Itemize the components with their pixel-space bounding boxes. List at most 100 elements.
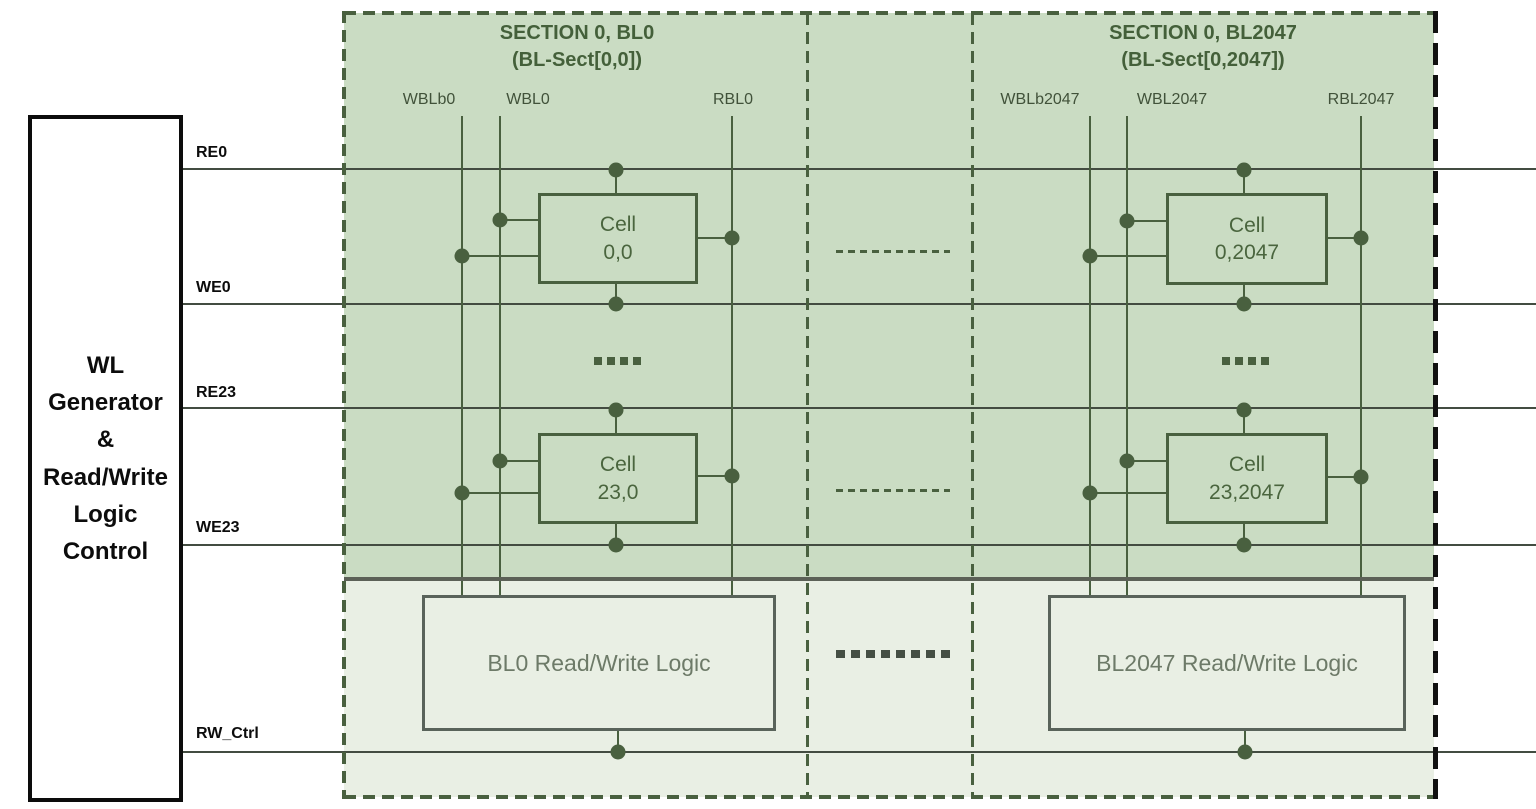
cell-23-2047-top-stub: [1243, 409, 1245, 433]
wire-re0: [183, 168, 1536, 170]
wl-generator-block: WL Generator & Read/Write Logic Control: [28, 115, 183, 802]
wire-we23: [183, 544, 1536, 546]
junction-dot: [1236, 162, 1252, 178]
cell-23-2047: Cell 23,2047: [1166, 433, 1328, 524]
bl2047-rw-ctrl-stub: [1244, 725, 1246, 752]
cell-0-2047-rbl-stub: [1322, 237, 1361, 239]
cell-index: 0,2047: [1214, 241, 1280, 264]
array-continuation-dashed-line: [1433, 11, 1438, 799]
bl0-rw-logic-label: BL0 Read/Write Logic: [487, 649, 711, 676]
bl0-rw-ctrl-stub: [617, 725, 619, 752]
junction-dot: [1236, 537, 1252, 553]
cell-0-2047-wbl-stub: [1127, 220, 1166, 222]
wl-generator-line: Read/Write: [43, 463, 168, 491]
bitline-rbl2047: [1360, 116, 1362, 597]
column-ellipsis-bottom: [836, 650, 950, 658]
cell-index: 23,0: [597, 480, 639, 504]
cell-23-2047-wbl-stub: [1127, 460, 1166, 462]
junction-dot: [454, 485, 470, 501]
bitline-label-wblb2047: WBLb2047: [1000, 91, 1080, 108]
row-ellipsis-left: [594, 357, 641, 365]
junction-dot: [492, 212, 508, 228]
wire-label-we23: WE23: [196, 519, 240, 536]
region-divider-line: [344, 577, 1434, 581]
section-subtitle: (BL-Sect[0,0]): [511, 49, 642, 71]
section-0-bl2047-header: SECTION 0, BL2047 (BL-Sect[0,2047]): [973, 20, 1433, 74]
wl-generator-line: Logic Control: [62, 500, 149, 565]
cell-label: Cell: [599, 213, 637, 237]
junction-dot: [1082, 248, 1098, 264]
row-ellipsis-right: [1222, 357, 1269, 365]
cell-0-0-wbl-stub: [500, 219, 538, 221]
section-subtitle: (BL-Sect[0,2047]): [1121, 49, 1285, 71]
bitline-label-rbl2047: RBL2047: [1327, 91, 1395, 108]
junction-dot: [608, 296, 624, 312]
section-0-bl0-header: SECTION 0, BL0 (BL-Sect[0,0]): [346, 20, 808, 74]
bitline-label-rbl0: RBL0: [712, 91, 754, 108]
wire-label-we0: WE0: [196, 279, 231, 296]
junction-dot: [1353, 230, 1369, 246]
junction-dot: [1119, 213, 1135, 229]
bitline-label-wbl0: WBL0: [506, 91, 550, 108]
cell-0-0-rbl-stub: [692, 237, 732, 239]
cell-23-0: Cell 23,0: [538, 433, 698, 524]
cell-label: Cell: [599, 453, 637, 477]
bitline-wbl2047: [1126, 116, 1128, 597]
junction-dot: [608, 537, 624, 553]
cell-23-0-top-stub: [615, 409, 617, 433]
cell-0-0: Cell 0,0: [538, 193, 698, 284]
bitline-label-wblb0: WBLb0: [402, 91, 456, 108]
bl0-rw-logic-box: BL0 Read/Write Logic: [422, 595, 776, 731]
bitline-wbl0: [499, 116, 501, 597]
junction-dot: [724, 230, 740, 246]
section-title: SECTION 0, BL2047: [1109, 22, 1297, 44]
cell-23-2047-rbl-stub: [1322, 476, 1361, 478]
cell-0-0-bottom-stub: [615, 278, 617, 304]
wl-generator-line: &: [96, 426, 115, 454]
cell-label: Cell: [1228, 213, 1266, 237]
cell-0-2047-bottom-stub: [1243, 279, 1245, 304]
column-ellipsis-top: [836, 250, 950, 253]
cell-0-2047-top-stub: [1243, 169, 1245, 193]
wl-generator-line: Generator: [48, 389, 163, 417]
junction-dot: [1236, 402, 1252, 418]
section-divider-left: [806, 13, 809, 797]
cell-0-2047: Cell 0,2047: [1166, 193, 1328, 285]
section-title: SECTION 0, BL0: [499, 22, 655, 44]
junction-dot: [1082, 485, 1098, 501]
cell-0-0-wblb-stub: [462, 255, 538, 257]
dashed-border-bottom: [344, 795, 1436, 799]
cell-index: 0,0: [603, 240, 633, 264]
cell-23-2047-bottom-stub: [1243, 518, 1245, 545]
column-ellipsis-middle: [836, 489, 950, 492]
junction-dot: [610, 744, 626, 760]
wire-re23: [183, 407, 1536, 409]
wire-we0: [183, 303, 1536, 305]
bitline-label-wbl2047: WBL2047: [1136, 91, 1208, 108]
dashed-border-left: [342, 11, 346, 799]
wl-generator-line: WL: [86, 351, 125, 379]
junction-dot: [1237, 744, 1253, 760]
wire-label-rw-ctrl: RW_Ctrl: [196, 725, 259, 742]
junction-dot: [724, 468, 740, 484]
wire-rw-ctrl: [183, 751, 1536, 753]
bl2047-rw-logic-box: BL2047 Read/Write Logic: [1048, 595, 1406, 731]
junction-dot: [492, 453, 508, 469]
bitline-rbl0: [731, 116, 733, 597]
junction-dot: [1119, 453, 1135, 469]
junction-dot: [1353, 469, 1369, 485]
cell-23-0-wbl-stub: [500, 460, 538, 462]
wire-label-re0: RE0: [196, 144, 228, 161]
junction-dot: [608, 162, 624, 178]
wire-label-re23: RE23: [196, 384, 237, 401]
cell-23-0-wblb-stub: [462, 492, 538, 494]
section-divider-right: [971, 13, 974, 797]
bitline-wblb2047: [1089, 116, 1091, 597]
junction-dot: [1236, 296, 1252, 312]
bl2047-rw-logic-label: BL2047 Read/Write Logic: [1096, 649, 1358, 676]
cell-23-0-bottom-stub: [615, 518, 617, 545]
bitline-wblb0: [461, 116, 463, 597]
dashed-border-top: [344, 11, 1436, 15]
junction-dot: [454, 248, 470, 264]
